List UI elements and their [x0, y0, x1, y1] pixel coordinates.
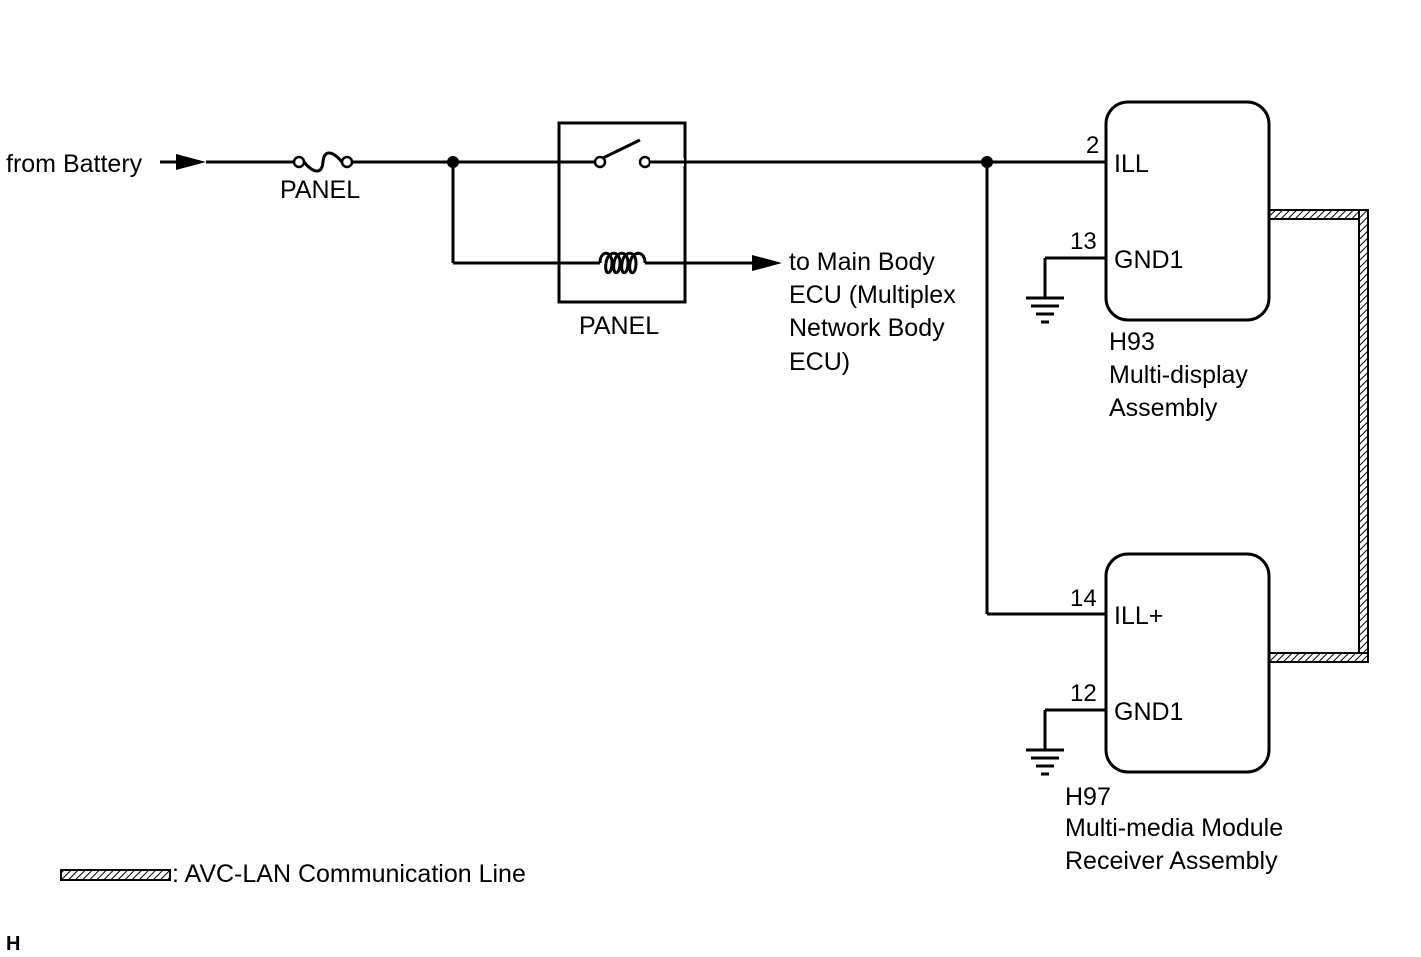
- pin-number: 12: [1070, 680, 1097, 707]
- component-name-line: Multi-display: [1109, 361, 1248, 389]
- ground-symbol: [1026, 256, 1106, 324]
- destination-line-1: to Main Body: [789, 248, 935, 276]
- source-label: from Battery: [6, 150, 143, 178]
- component-id: H97: [1065, 783, 1111, 811]
- pin-name: ILL+: [1114, 602, 1163, 630]
- avc-lan-line: [1267, 209, 1369, 663]
- destination-line-4: ECU): [789, 348, 850, 376]
- pin-name: GND1: [1114, 246, 1183, 274]
- fuse-symbol: [292, 151, 354, 173]
- h93-component-box: [1104, 100, 1271, 322]
- corner-mark: H: [6, 933, 20, 955]
- relay-label: PANEL: [579, 312, 659, 340]
- component-id: H93: [1109, 328, 1155, 356]
- destination-line-3: Network Body: [789, 314, 945, 342]
- relay-coil: [559, 250, 685, 276]
- pin-number: 2: [1086, 132, 1099, 159]
- component-name-line: Assembly: [1109, 394, 1218, 422]
- destination-label: to Main Body ECU (Multiplex Network Body…: [789, 248, 956, 376]
- pin-name: GND1: [1114, 698, 1183, 726]
- ill-branch-wire: [985, 162, 1106, 616]
- fuse-label: PANEL: [280, 176, 360, 204]
- ground-symbol: [1026, 708, 1106, 776]
- pin-number: 14: [1070, 585, 1097, 612]
- pin-name: ILL: [1114, 150, 1149, 178]
- component-name-line: Receiver Assembly: [1065, 847, 1278, 875]
- destination-line-2: ECU (Multiplex: [789, 281, 956, 309]
- h97-component-box: [1104, 552, 1271, 774]
- legend-label: : AVC-LAN Communication Line: [172, 860, 526, 888]
- legend-swatch: [60, 869, 171, 881]
- source-arrow: [160, 154, 206, 170]
- component-name-line: Multi-media Module: [1065, 814, 1283, 842]
- pin-number: 13: [1070, 228, 1097, 255]
